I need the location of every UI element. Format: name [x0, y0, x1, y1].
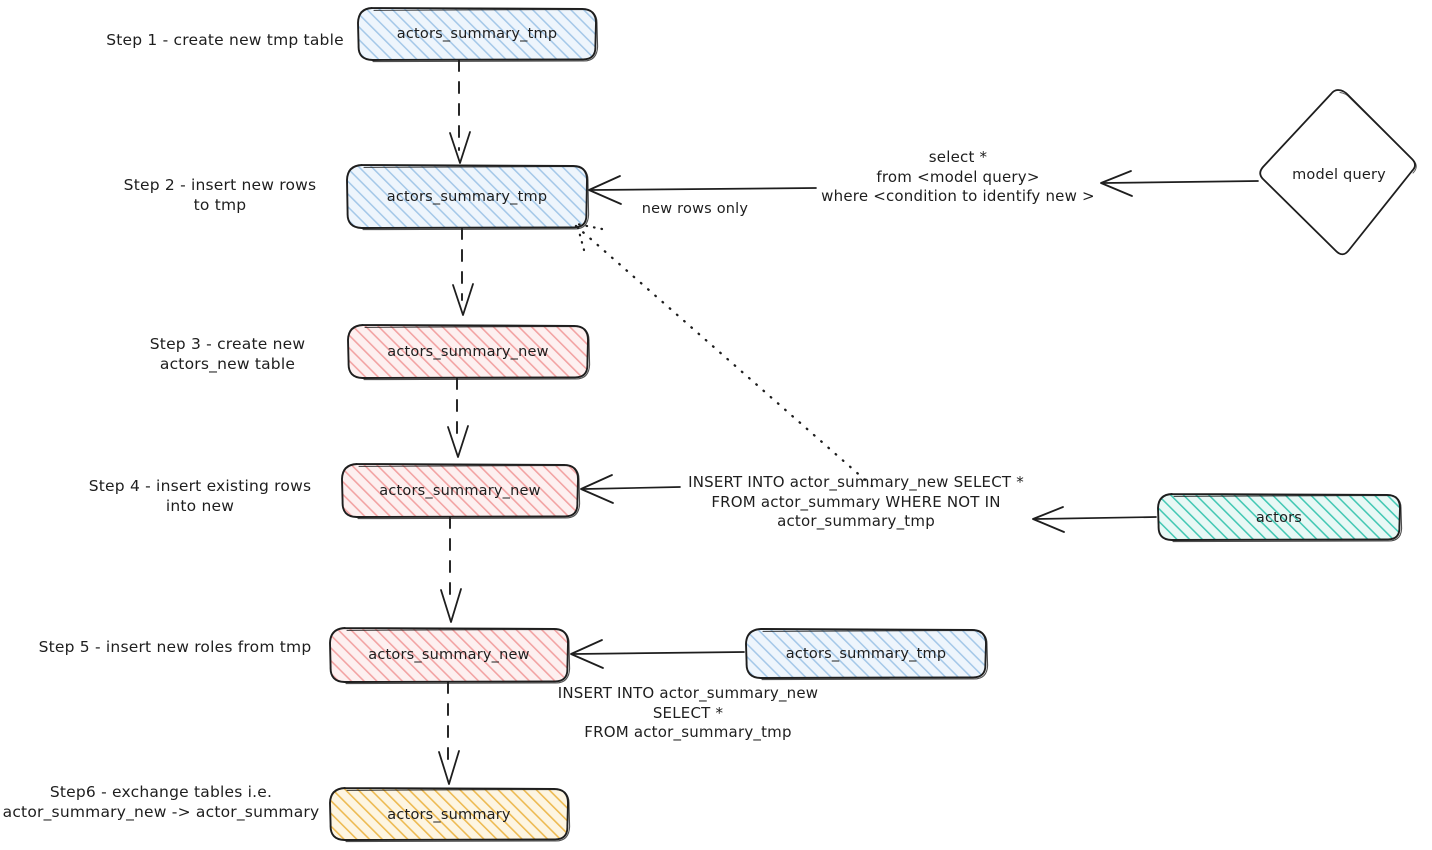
node-actors-summary-tmp-right[interactable] [745, 628, 989, 681]
sql-insert-new-roles: INSERT INTO actor_summary_new SELECT * F… [557, 684, 819, 741]
node-label-actors-summary-new-4: actors_summary_new [379, 483, 541, 499]
node-label-actors-summary-6: actors_summary [387, 807, 511, 823]
node-model-query[interactable] [1259, 89, 1417, 256]
node-actors[interactable] [1157, 493, 1403, 543]
arrow-step4-to-step5 [440, 516, 462, 623]
arrow-new-rows-into-tmp [588, 175, 817, 205]
node-actors-summary-tmp-2[interactable] [346, 164, 590, 231]
arrow-tmp-into-new-step5 [570, 639, 745, 669]
node-label-actors-summary-tmp-right: actors_summary_tmp [785, 646, 947, 662]
node-actors-summary-6[interactable] [329, 787, 571, 843]
step-label-6: Step6 - exchange tables i.e. actor_summa… [2, 783, 320, 822]
node-label-actors-summary-tmp-1: actors_summary_tmp [396, 26, 558, 42]
node-label-actors-summary-tmp-2: actors_summary_tmp [386, 189, 548, 205]
node-actors-summary-tmp-1[interactable] [357, 7, 599, 63]
node-label-model-query: model query [1292, 167, 1386, 183]
node-actors-summary-new-5[interactable] [329, 627, 571, 685]
node-label-actors-summary-new-5: actors_summary_new [368, 647, 530, 663]
arrow-step1-to-step2 [449, 59, 471, 164]
arrow-insert-existing-into-new [580, 474, 681, 504]
node-actors-summary-new-3[interactable] [347, 324, 591, 381]
arrow-step2-to-step3 [452, 227, 474, 316]
step-label-3: Step 3 - create new actors_new table [149, 335, 306, 374]
arrow-step3-to-step4 [447, 377, 469, 458]
edge-label-new-rows-only: new rows only [641, 201, 749, 217]
arrow-step5-to-step6 [438, 681, 460, 785]
node-actors-summary-new-4[interactable] [341, 463, 581, 520]
step-label-2: Step 2 - insert new rows to tmp [123, 176, 317, 215]
node-label-actors: actors [1255, 510, 1303, 526]
step-label-1: Step 1 - create new tmp table [106, 31, 344, 49]
sql-insert-existing-rows: INSERT INTO actor_summary_new SELECT * F… [688, 473, 1024, 530]
step-label-4: Step 4 - insert existing rows into new [88, 477, 312, 516]
node-label-actors-summary-new-3: actors_summary_new [387, 344, 549, 360]
arrow-actors-to-insert-sql [1032, 506, 1157, 533]
arrow-model-query-to-sql [1100, 170, 1259, 197]
sql-model-query: select * from <model query> where <condi… [821, 148, 1095, 205]
step-label-5: Step 5 - insert new roles from tmp [38, 638, 312, 656]
arrow-dotted-tmp-to-insert [574, 222, 874, 488]
